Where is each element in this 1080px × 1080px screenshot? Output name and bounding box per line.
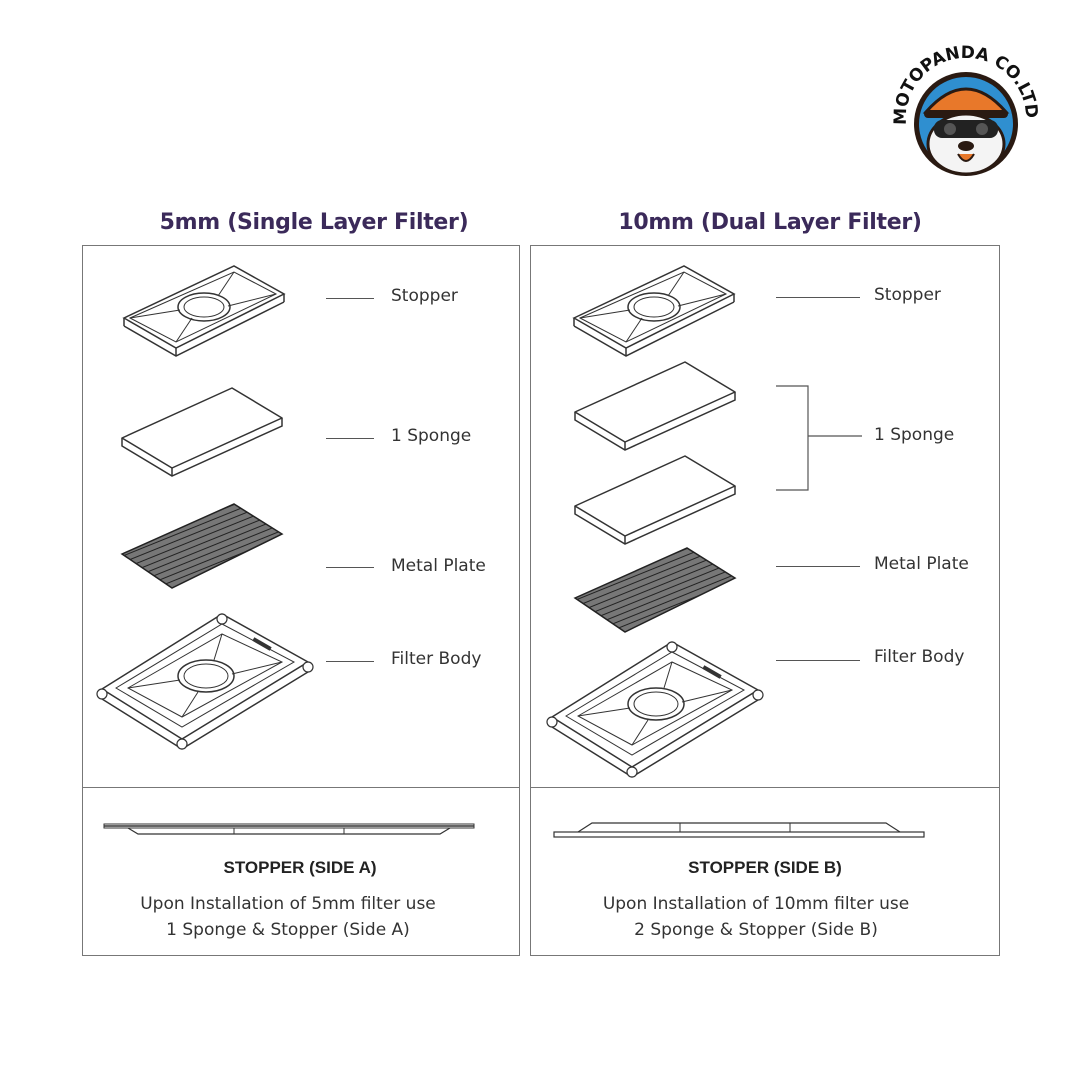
- filter-body-left: [96, 613, 314, 750]
- stopper-side-b-profile: [553, 822, 925, 838]
- note-5mm: Upon Installation of 5mm filter use 1 Sp…: [70, 891, 506, 943]
- note-5mm-line2: 1 Sponge & Stopper (Side A): [166, 920, 410, 940]
- metal-plate-left: [121, 503, 283, 589]
- label-sponge-right: 1 Sponge: [874, 425, 955, 445]
- stopper-part-right: [573, 265, 735, 357]
- note-10mm-line1: Upon Installation of 10mm filter use: [602, 894, 910, 914]
- label-filter-body-left: Filter Body: [391, 649, 482, 669]
- note-10mm-line2: 2 Sponge & Stopper (Side B): [634, 920, 878, 940]
- sponge-part-left: [121, 387, 283, 477]
- stopper-part-left: [123, 265, 285, 357]
- sponge-part-right-1: [574, 361, 736, 451]
- stopper-side-a-profile: [103, 823, 475, 835]
- note-10mm: Upon Installation of 10mm filter use 2 S…: [538, 891, 974, 943]
- stopper-side-b-panel: [530, 787, 1000, 956]
- filter-body-right: [546, 641, 764, 778]
- dual-layer-title: 10mm (Dual Layer Filter): [618, 210, 922, 235]
- label-stopper-left: Stopper: [391, 286, 458, 306]
- stopper-side-b-title: STOPPER (SIDE B): [688, 858, 842, 877]
- metal-plate-right: [574, 547, 736, 633]
- label-metal-plate-right: Metal Plate: [874, 554, 969, 574]
- single-layer-title: 5mm (Single Layer Filter): [159, 210, 469, 235]
- label-metal-plate-left: Metal Plate: [391, 556, 486, 576]
- sponge-bracket: [776, 385, 809, 491]
- sponge-part-right-2: [574, 455, 736, 545]
- label-sponge-left: 1 Sponge: [391, 426, 472, 446]
- stopper-side-a-title: STOPPER (SIDE A): [223, 858, 377, 877]
- label-filter-body-right: Filter Body: [874, 647, 965, 667]
- panda-mascot-logo: MOTOPANDA CO.LTD.: [884, 26, 1041, 176]
- label-stopper-right: Stopper: [874, 285, 941, 305]
- note-5mm-line1: Upon Installation of 5mm filter use: [140, 894, 436, 914]
- stopper-side-a-panel: [82, 787, 520, 956]
